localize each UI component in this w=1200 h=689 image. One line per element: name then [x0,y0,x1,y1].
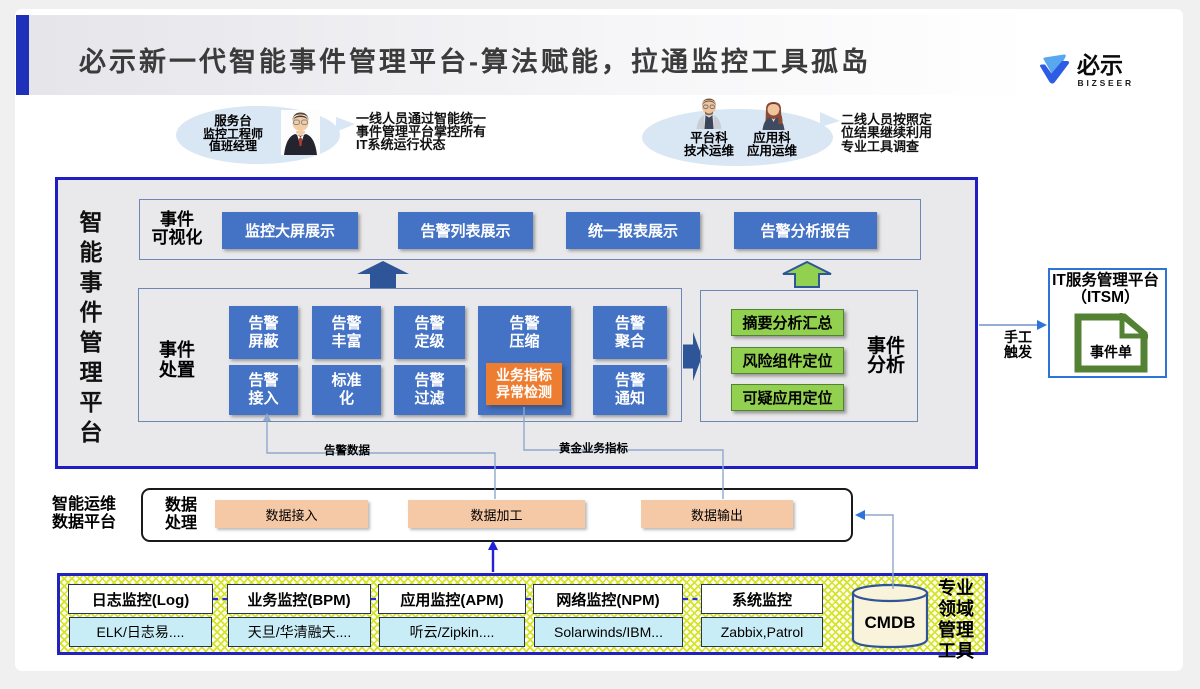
svg-text:CMDB: CMDB [865,613,916,632]
svg-text:事件单: 事件单 [1090,344,1132,360]
svg-text:必示: 必示 [1077,52,1123,78]
svg-text:BIZSEER: BIZSEER [1078,78,1134,88]
